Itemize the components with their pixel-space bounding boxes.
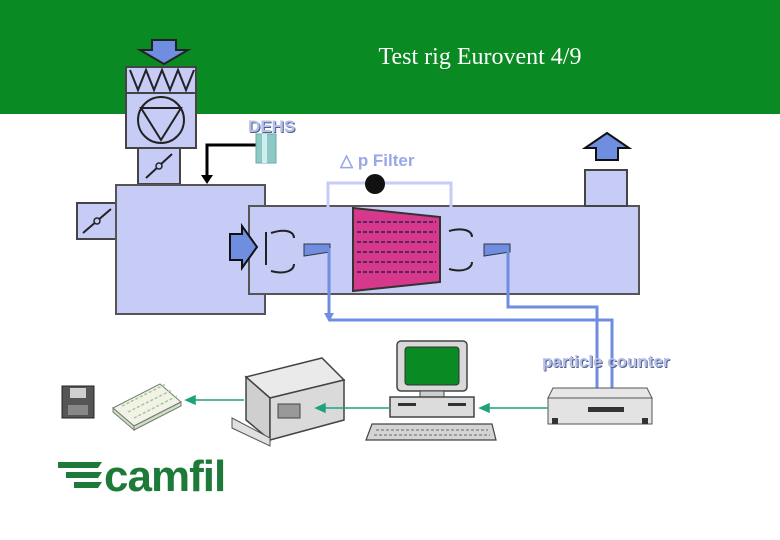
dehs-label: DEHS	[248, 117, 296, 136]
pressure-gauge-icon	[365, 174, 385, 194]
upstream-flow-guide	[270, 229, 295, 274]
pressure-tap-lines	[326, 181, 453, 210]
damper-icon	[145, 153, 173, 179]
downstream-flow-guide	[448, 228, 473, 272]
exhaust-box	[584, 169, 628, 207]
filter-pleat-lines	[357, 221, 436, 273]
paper-stack-icon	[112, 383, 182, 432]
delta-symbol: △	[340, 151, 354, 170]
pressure-filter-text: p Filter	[357, 151, 415, 170]
data-flow-arrows	[184, 394, 548, 414]
dehs-injection-line	[205, 143, 257, 180]
camfil-logo-text: camfil	[104, 452, 226, 501]
dehs-injection-arrow	[201, 175, 213, 184]
pressure-filter-label: △ p Filter	[340, 151, 414, 171]
computer-icon	[365, 340, 497, 441]
particle-counter-device-icon	[547, 387, 653, 425]
upstream-pipe-arrow	[324, 313, 334, 322]
up-arrow-icon	[581, 131, 633, 161]
upstream-sample-pipe-return	[329, 318, 614, 398]
down-arrow-icon	[136, 39, 192, 66]
dehs-cylinder-icon	[255, 133, 277, 164]
test-filter	[352, 206, 441, 293]
fan-icon	[137, 96, 185, 144]
floppy-disk-icon	[61, 385, 95, 419]
airflow-arrow-icon	[229, 222, 259, 272]
downstream-probe	[483, 243, 511, 257]
camfil-logo-icon	[58, 462, 102, 488]
page-title: Test rig Eurovent 4/9	[378, 44, 582, 70]
downstream-sample-pipe	[506, 249, 599, 342]
particle-counter-label: particle counter	[542, 352, 670, 371]
printer-icon	[231, 357, 346, 447]
pre-filter-pleats	[129, 67, 195, 93]
damper-icon	[82, 208, 112, 234]
